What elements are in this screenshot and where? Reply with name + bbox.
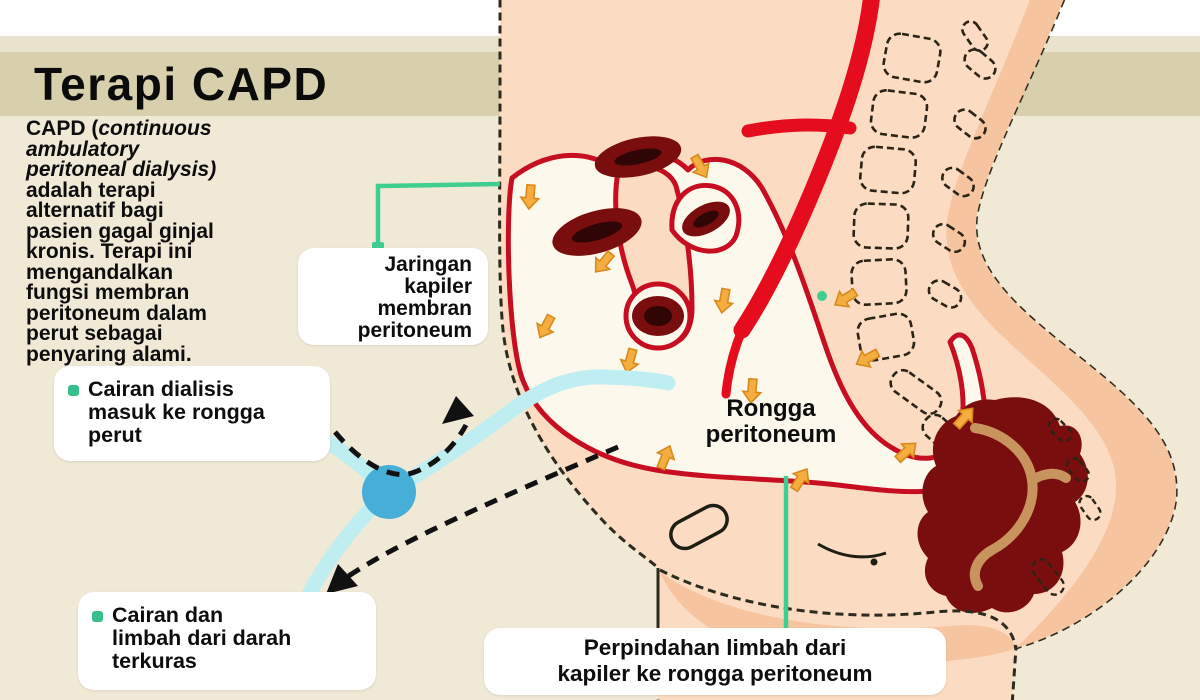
intro-line: penyaring alami. bbox=[26, 342, 192, 366]
green-dot bbox=[817, 291, 827, 301]
page-title: Terapi CAPD bbox=[34, 58, 329, 110]
intro-line: kronis. Terapi ini bbox=[26, 240, 193, 263]
flow-arrow-in bbox=[333, 396, 474, 477]
callout-dialysate-in: Cairan dialisis masuk ke rongga perut bbox=[54, 366, 330, 461]
callout-waste-out: Cairan dan limbah dari darah terkuras bbox=[78, 592, 376, 690]
back-shading bbox=[946, 0, 1177, 648]
intro-line: pasien gagal ginjal bbox=[26, 219, 214, 243]
callout-text: Cairan dan limbah dari darah terkuras bbox=[112, 603, 292, 673]
intro-line: CAPD (continuous bbox=[26, 117, 212, 140]
aorta-vessel bbox=[721, 0, 880, 399]
intro-line: mengandalkan bbox=[26, 260, 174, 284]
intro-line: adalah terapi bbox=[26, 178, 156, 202]
callout-waste-transfer: Perpindahan limbah dari kapiler ke rongg… bbox=[484, 628, 946, 695]
green-bullet bbox=[68, 385, 79, 396]
callout-text: Cairan dialisis masuk ke rongga perut bbox=[88, 377, 265, 447]
callout-capillary-network: Jaringan kapiler membran peritoneum bbox=[298, 248, 488, 345]
intro-line: peritoneum dalam bbox=[26, 301, 207, 325]
connector-capillary bbox=[372, 181, 501, 254]
intro-line: fungsi membran bbox=[26, 281, 190, 304]
organ-cross-sections bbox=[552, 136, 730, 336]
colon-lumen bbox=[969, 423, 1071, 591]
coccyx-bones bbox=[1031, 417, 1102, 596]
navel bbox=[669, 503, 887, 566]
flow-arrow-out bbox=[326, 444, 619, 594]
intro-line: alternatif bagi bbox=[26, 199, 164, 222]
catheter-valve bbox=[362, 465, 416, 519]
label-peritoneal-cavity: Rongga peritoneum bbox=[705, 395, 837, 448]
intro-line: peritoneal dialysis) bbox=[26, 158, 217, 181]
intro-line: ambulatory bbox=[26, 137, 140, 161]
intro-paragraph: CAPD (continuous ambulatory peritoneal d… bbox=[26, 117, 331, 366]
green-bullet bbox=[92, 611, 103, 622]
intro-line: perut sebagai bbox=[26, 322, 163, 345]
